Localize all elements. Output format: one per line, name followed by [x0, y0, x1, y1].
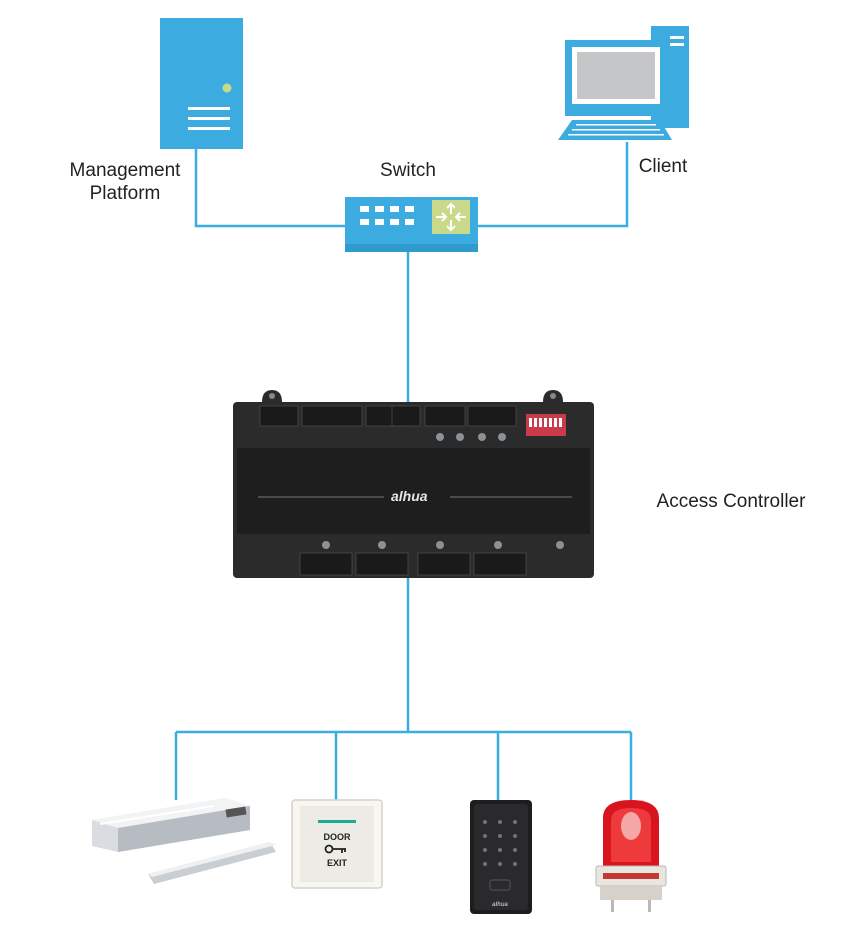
brand-logo: alhua	[391, 488, 428, 504]
magnetic-lock-icon	[92, 798, 276, 884]
alarm-light-icon	[595, 800, 667, 912]
switch-icon	[345, 197, 478, 252]
management-platform-label: Management Platform	[45, 159, 205, 205]
computer-icon	[558, 26, 689, 140]
management-platform-label-line1: Management	[69, 160, 181, 181]
link-server-switch	[194, 148, 345, 228]
management-platform-label-line2: Platform	[89, 183, 161, 204]
card-reader-icon: alhua	[470, 800, 532, 914]
access-controller-icon: alhua	[233, 390, 594, 578]
exit-button-label-top: DOOR	[324, 832, 352, 842]
exit-button-label-bottom: EXIT	[327, 858, 348, 868]
switch-label: Switch	[380, 160, 436, 181]
connection-lines	[174, 142, 633, 800]
client-label: Client	[638, 156, 688, 177]
server-icon	[160, 18, 243, 149]
card-reader-brand: alhua	[492, 902, 508, 908]
exit-button-icon: DOOR EXIT	[291, 799, 383, 889]
link-client-switch	[478, 142, 629, 228]
access-controller-label: Access Controller	[656, 491, 806, 512]
